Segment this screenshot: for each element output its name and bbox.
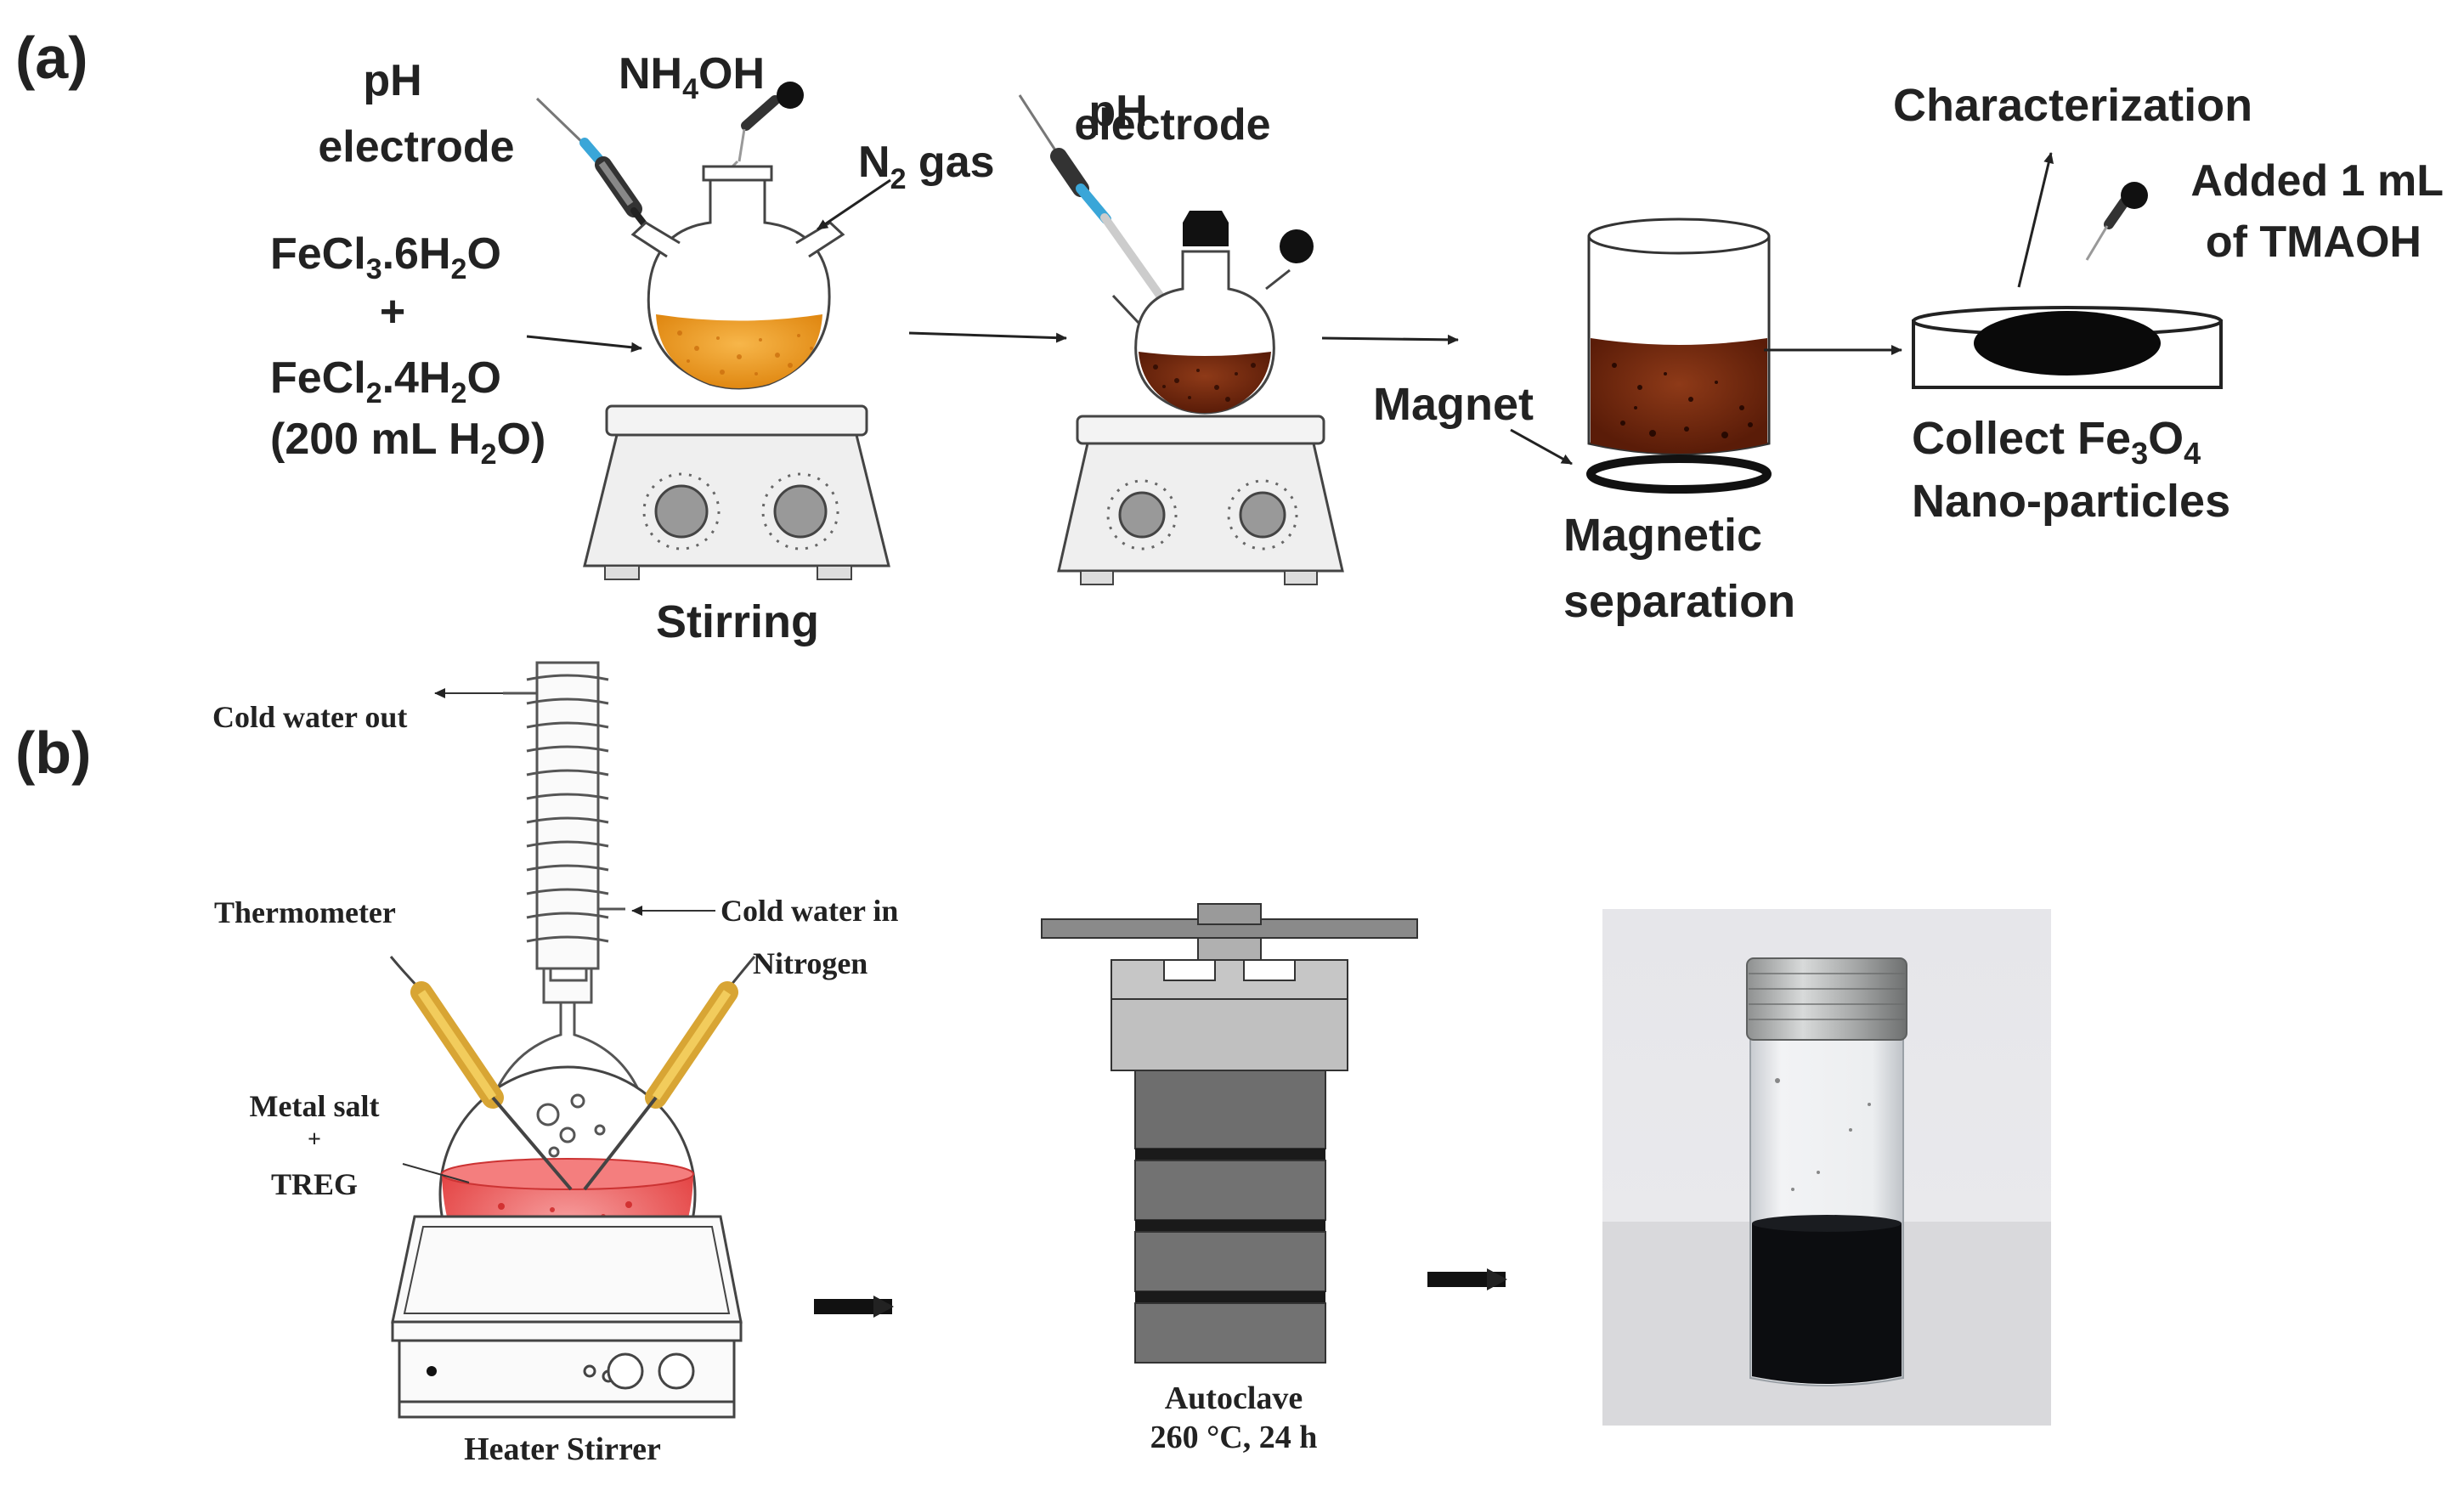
- nh4oh-dropper-icon: [731, 82, 804, 168]
- three-neck-flask-2: [1111, 211, 1314, 415]
- water-volume-label: (200 mL H2O): [270, 415, 545, 471]
- ph-electrode-label-2-line2: electrode: [1074, 100, 1270, 150]
- arrow-to-characterization: [2017, 152, 2054, 288]
- thermometer-label: Thermometer: [214, 895, 396, 929]
- arrow-reagents-to-flask: [526, 335, 642, 353]
- nh4oh-label: NH4OH: [619, 49, 765, 105]
- panel-b-label: (b): [15, 720, 91, 786]
- three-neck-flask-1: [630, 165, 891, 390]
- hot-plate-1: [583, 404, 890, 580]
- ph-electrode-1-icon: [535, 97, 649, 229]
- cold-water-in-label: Cold water in: [721, 894, 898, 928]
- heater-stirrer-label: Heater Stirrer: [464, 1431, 661, 1467]
- fecl2-label: FeCl2.4H2O: [270, 353, 501, 409]
- fecl3-label: FeCl3.6H2O: [270, 229, 501, 285]
- metal-salt-pointer: [402, 1163, 470, 1183]
- magnet-label: Magnet: [1373, 379, 1534, 430]
- condenser-coil: [484, 661, 651, 1122]
- ph-electrode-2-icon: [1018, 94, 1167, 303]
- nanoparticles-label: Nano-particles: [1912, 476, 2230, 527]
- n2-gas-label: N2 gas: [858, 138, 995, 195]
- stirring-label: Stirring: [656, 596, 819, 647]
- autoclave-conditions-label: 260 °C, 24 h: [1150, 1420, 1318, 1455]
- plus-sign-b: +: [308, 1126, 321, 1153]
- added-tmaoh-line1: Added 1 mL: [2190, 156, 2444, 206]
- ph-electrode-label-1-line1: pH: [363, 56, 421, 105]
- magnetic-separation-line2: separation: [1563, 576, 1795, 627]
- arrow-to-magnet: [1510, 428, 1573, 466]
- nitrogen-label: Nitrogen: [753, 946, 867, 980]
- arrow-flask2-to-beaker: [1321, 334, 1459, 345]
- ph-electrode-label-2-line1: pH: [1088, 87, 1147, 136]
- nitrogen-inlet: [583, 956, 756, 1191]
- autoclave: [1041, 903, 1418, 1364]
- cold-water-out-label: Cold water out: [212, 700, 407, 734]
- tmaoh-dropper-icon: [2085, 182, 2148, 261]
- beaker: [1586, 217, 1772, 494]
- autoclave-label: Autoclave: [1165, 1381, 1303, 1416]
- arrow-flask1-to-flask2: [908, 331, 1067, 343]
- petri-dish: [1912, 306, 2223, 389]
- panel-a-label: (a): [15, 25, 88, 91]
- treg-label: TREG: [271, 1167, 358, 1201]
- thermometer-probe: [389, 956, 573, 1191]
- plus-sign-a: +: [380, 287, 405, 336]
- panel-a: (a) pH electrode NH4OH N2 gas FeCl3.6H2O…: [15, 25, 2444, 647]
- panel-b: (b) Cold water out Cold water in: [15, 661, 2051, 1467]
- heater-stirrer: [391, 1215, 743, 1419]
- hot-plate-2: [1057, 415, 1344, 585]
- ph-electrode-label-1-line2: electrode: [318, 122, 514, 172]
- collect-fe3o4-label: Collect Fe3O4: [1912, 413, 2201, 471]
- characterization-label: Characterization: [1893, 80, 2252, 131]
- added-tmaoh-line2: of TMAOH: [2206, 217, 2422, 267]
- metal-salt-label: Metal salt: [250, 1089, 380, 1123]
- magnetic-separation-line1: Magnetic: [1563, 510, 1762, 561]
- vial-photo: [1602, 909, 2051, 1426]
